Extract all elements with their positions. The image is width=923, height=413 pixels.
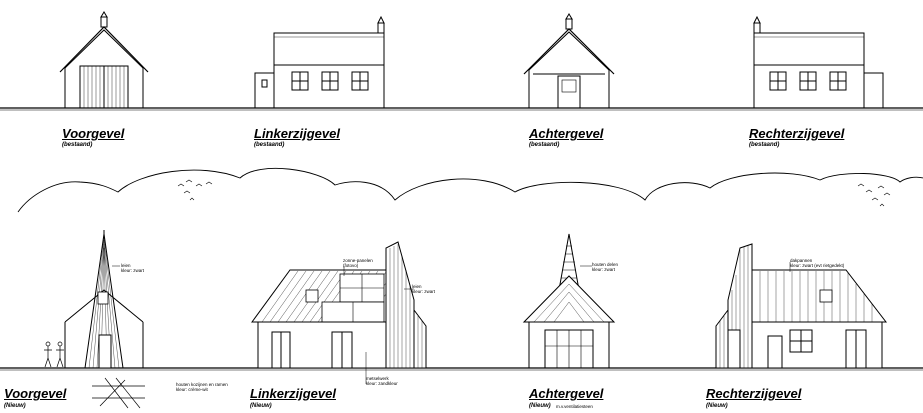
voorgevel-nieuw-drawing [44, 230, 144, 369]
dune-horizon-line [17, 167, 923, 213]
note-linker-zonnepanelen: zonne-panelen [343, 258, 373, 263]
subtitle-voorgevel-bestaand: (bestaand) [62, 142, 93, 148]
subtitle-rechterzijgevel-nieuw: (Nieuw) [706, 403, 728, 409]
note-legend-houten-kleur: kleur: crème-wit [176, 387, 208, 392]
note-achter-houten-delen: houten delen [592, 262, 619, 267]
note-voorgevel-leien: leien [121, 263, 131, 268]
birds-icon [177, 179, 891, 207]
linkerzijgevel-nieuw-drawing [251, 241, 427, 384]
person-figures-icon [44, 341, 64, 368]
title-rechterzijgevel-bestaand: Rechterzijgevel [749, 126, 845, 141]
linkerzijgevel-bestaand-drawing [254, 15, 385, 109]
subtitle-achtergevel-nieuw: (Nieuw) [529, 403, 551, 409]
rechterzijgevel-nieuw-drawing [715, 243, 888, 369]
title-linkerzijgevel-nieuw: Linkerzijgevel [250, 386, 336, 401]
note-voorgevel-leien-kleur: kleur: zwart [121, 268, 145, 273]
title-linkerzijgevel-bestaand: Linkerzijgevel [254, 126, 340, 141]
note-rechter-dakpannen-kleur: kleur: zwart (evt rietgedekt) [790, 263, 845, 268]
subtitle-achtergevel-bestaand: (bestaand) [529, 142, 560, 148]
title-voorgevel-nieuw: Voorgevel [4, 386, 67, 401]
note-linker-leien: leien [412, 284, 422, 289]
title-achtergevel-nieuw: Achtergevel [529, 386, 604, 401]
note-linker-zonnepanelen-2: (fotovo) [343, 263, 359, 268]
title-voorgevel-bestaand: Voorgevel [62, 126, 125, 141]
rechterzijgevel-bestaand-drawing [753, 15, 884, 109]
title-rechterzijgevel-nieuw: Rechterzijgevel [706, 386, 802, 401]
achtergevel-nieuw-drawing [522, 233, 616, 369]
note-linker-metselwerk-kleur: kleur: zandkleur [366, 381, 398, 386]
note-legend-houten-kozijnen: houten kozijnen en ramen [176, 382, 228, 387]
note-achter-ventilatie: m.v.ventilatiesteen [556, 404, 593, 409]
note-linker-metselwerk: metselwerk [366, 376, 389, 381]
subtitle-voorgevel-nieuw: (Nieuw) [4, 403, 26, 409]
title-achtergevel-bestaand: Achtergevel [529, 126, 604, 141]
achtergevel-bestaand-drawing [523, 13, 615, 109]
subtitle-rechterzijgevel-bestaand: (bestaand) [749, 142, 780, 148]
voorgevel-bestaand-drawing [59, 11, 149, 109]
subtitle-linkerzijgevel-nieuw: (Nieuw) [250, 403, 272, 409]
note-rechter-dakpannen: dakpannen [790, 258, 813, 263]
subtitle-linkerzijgevel-bestaand: (bestaand) [254, 142, 285, 148]
legend-hatch-sample [92, 377, 145, 409]
note-linker-leien-kleur: kleur: zwart [412, 289, 436, 294]
note-achter-houten-kleur: kleur: zwart [592, 267, 616, 272]
